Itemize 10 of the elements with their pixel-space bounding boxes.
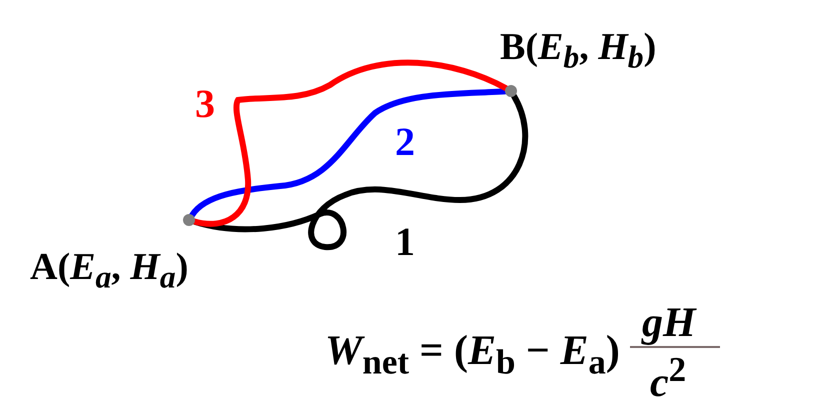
point-marker [183, 214, 195, 226]
path-curve [192, 60, 509, 227]
path-curve [189, 88, 508, 218]
point-marker [505, 85, 517, 97]
fraction-numerator: gH [642, 302, 696, 344]
point-label: B(E$_{b}$, H$_{b}$) [500, 28, 656, 74]
path-curve [192, 93, 528, 250]
formula-text: W$_{net}$ = (E$_{b}$ − E$_{a}$) [325, 330, 620, 380]
fraction-denominator: c$^{2}$ [650, 352, 686, 404]
point-label: A(E$_{a}$, H$_{a}$) [30, 248, 188, 294]
